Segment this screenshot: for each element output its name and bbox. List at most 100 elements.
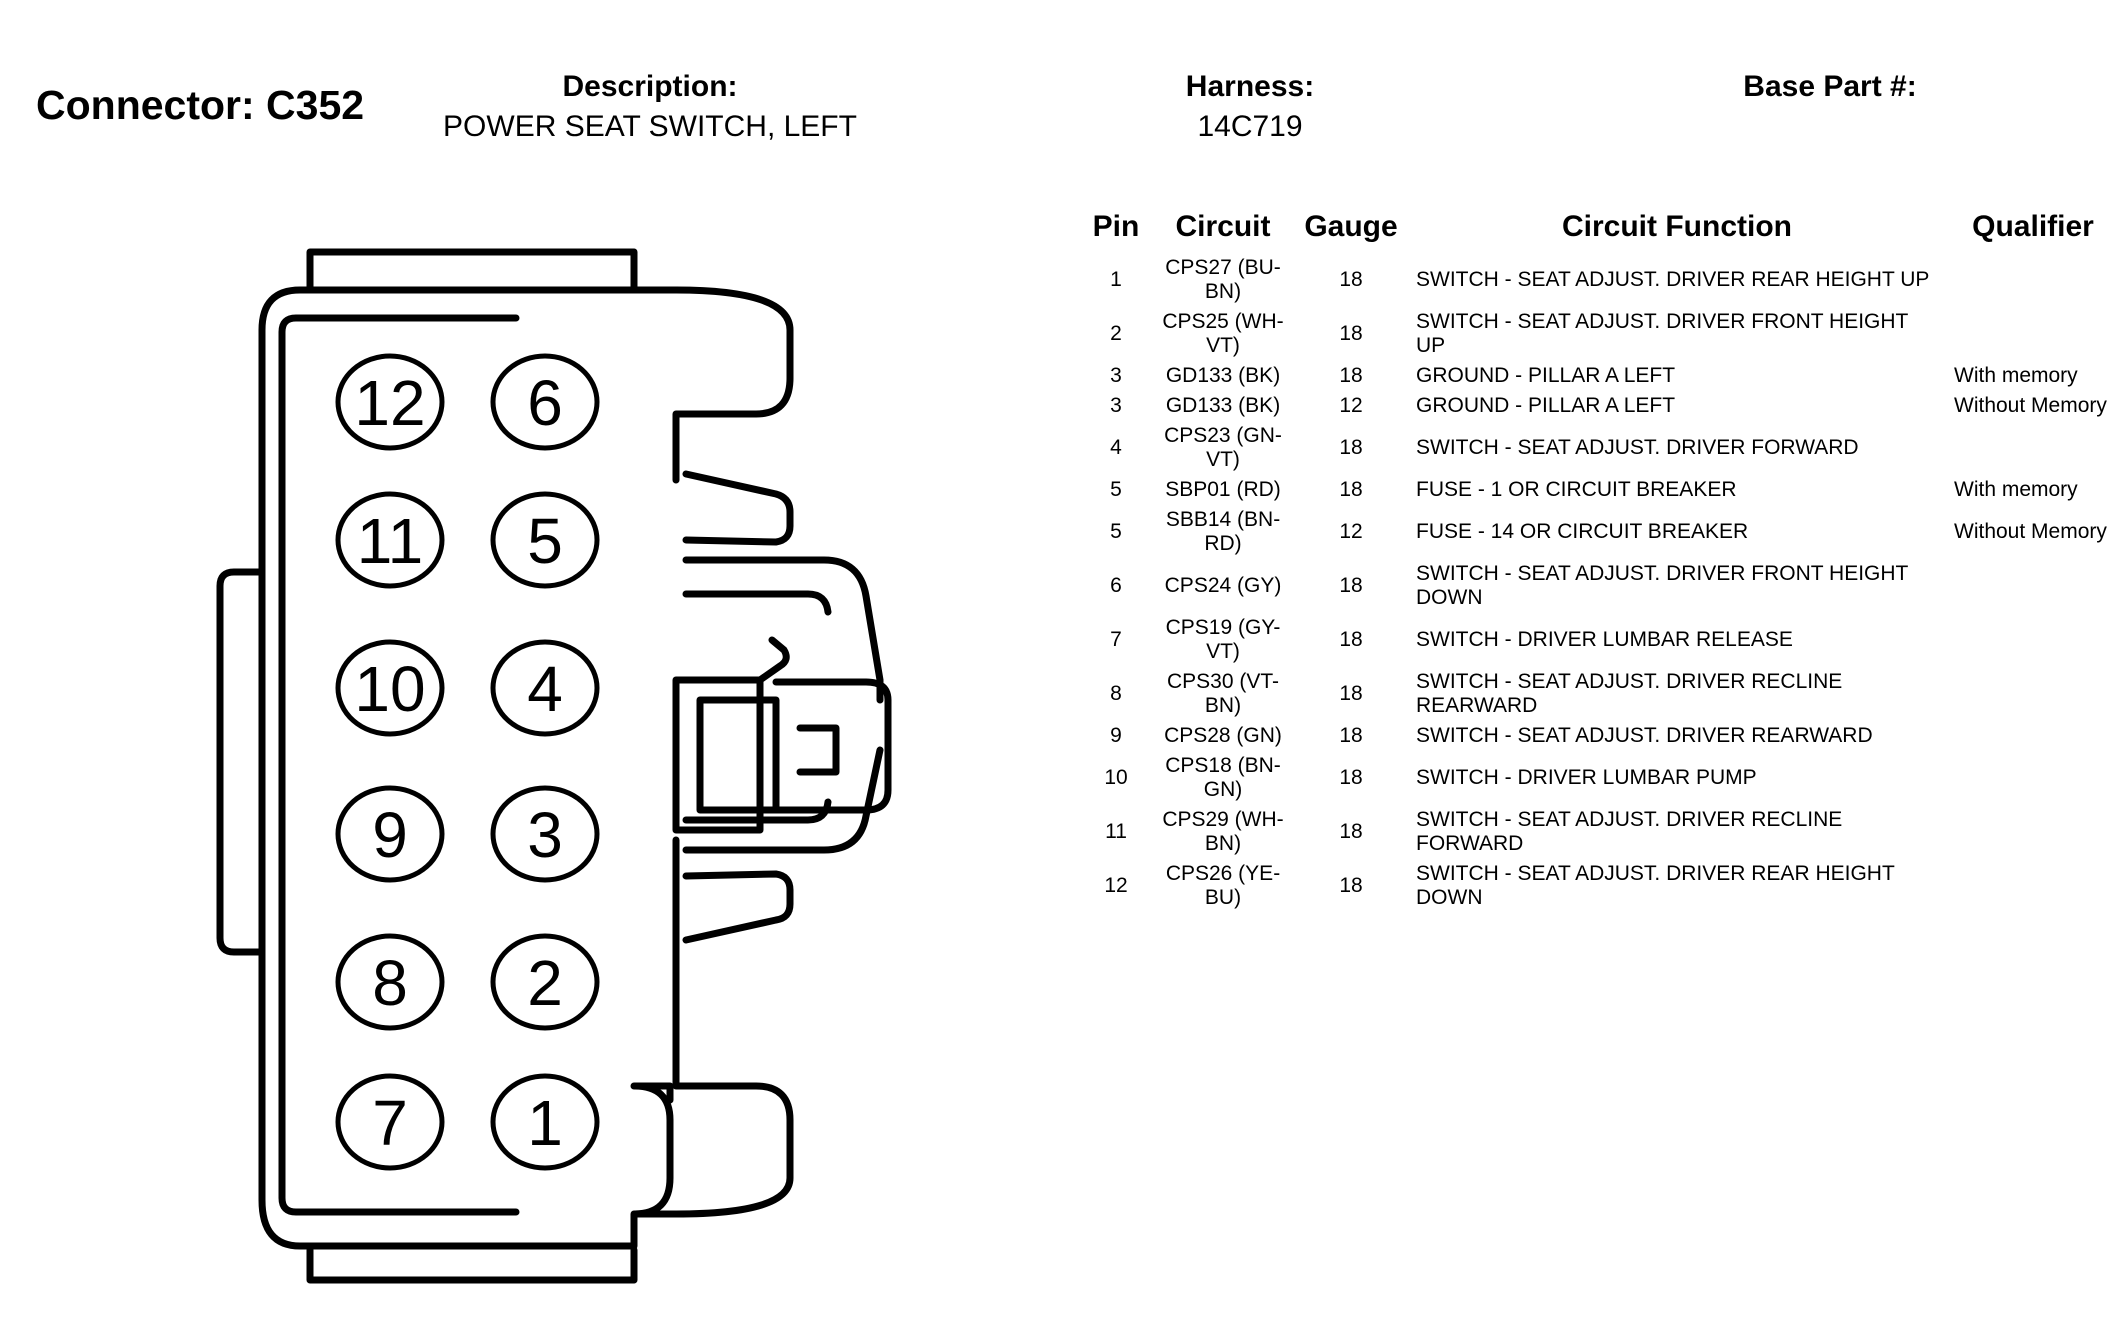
pin-cell: 4 xyxy=(1110,436,1122,459)
circuit-cell: SBB14 (BN-RD) xyxy=(1165,508,1281,555)
pin-9-circle xyxy=(335,785,445,883)
pin-6-circle xyxy=(490,353,600,451)
pin-cell: 11 xyxy=(1105,820,1127,843)
function-cell: SWITCH - SEAT ADJUST. DRIVER FRONT HEIGH… xyxy=(1416,562,1908,609)
table-row: 11 CPS29 (WH-BN) 18 SWITCH - SEAT ADJUST. D… xyxy=(1080,806,2120,860)
pin-11-circle xyxy=(335,491,445,589)
pin-5-circle xyxy=(490,491,600,589)
gauge-cell: 18 xyxy=(1339,820,1363,843)
table-row: 10 CPS18 (BN-GN) 18 SWITCH - DRIVER LUMBAR … xyxy=(1080,752,2120,806)
latch-arm-lower xyxy=(682,746,884,854)
connector-top-tab xyxy=(306,248,638,292)
pin-cell: 8 xyxy=(1110,682,1122,705)
description-block: Description: POWER SEAT SWITCH, LEFT xyxy=(400,70,900,144)
gauge-cell: 18 xyxy=(1339,364,1363,387)
gauge-cell: 18 xyxy=(1339,724,1363,747)
circuit-cell: CPS19 (GY-VT) xyxy=(1165,616,1281,663)
column-header-gauge: Gauge xyxy=(1304,210,1398,243)
function-cell: SWITCH - SEAT ADJUST. DRIVER RECLINE FOR… xyxy=(1416,808,1843,855)
gauge-cell: 18 xyxy=(1339,682,1363,705)
qualifier-cell xyxy=(1946,422,2120,476)
connector-bottom-tab xyxy=(306,1246,638,1284)
pin-label: 4 xyxy=(527,653,563,725)
table-row: 2 CPS25 (WH-VT) 18 SWITCH - SEAT ADJUST. DR… xyxy=(1080,308,2120,362)
gauge-cell: 18 xyxy=(1339,766,1363,789)
function-cell: SWITCH - SEAT ADJUST. DRIVER FRONT HEIGH… xyxy=(1416,310,1908,357)
circuit-cell: GD133 (BK) xyxy=(1165,394,1281,417)
qualifier-cell xyxy=(1946,560,2120,614)
circuit-cell: CPS18 (BN-GN) xyxy=(1165,754,1281,801)
latch-upper-rib xyxy=(682,470,794,546)
function-cell: SWITCH - SEAT ADJUST. DRIVER FORWARD xyxy=(1416,436,1859,459)
pin-cell: 5 xyxy=(1110,520,1122,543)
pin-7-circle xyxy=(335,1073,445,1171)
qualifier-cell xyxy=(1946,254,2120,308)
latch-hook xyxy=(756,636,790,684)
pin-cell: 12 xyxy=(1104,874,1128,897)
gauge-cell: 18 xyxy=(1339,874,1363,897)
pin-cell: 9 xyxy=(1110,724,1122,747)
pin-cell: 10 xyxy=(1104,766,1128,789)
pin-4-circle xyxy=(490,639,600,737)
gauge-cell: 12 xyxy=(1339,394,1363,417)
pin-label: 7 xyxy=(372,1087,408,1159)
qualifier-cell xyxy=(1946,668,2120,722)
harness-block: Harness: 14C719 xyxy=(1100,70,1400,144)
circuit-cell: CPS29 (WH-BN) xyxy=(1162,808,1284,855)
latch-arm-upper xyxy=(682,556,884,704)
pin-label: 2 xyxy=(527,947,563,1019)
function-cell: SWITCH - DRIVER LUMBAR PUMP xyxy=(1416,766,1757,789)
function-cell: SWITCH - SEAT ADJUST. DRIVER RECLINE REA… xyxy=(1416,670,1843,717)
table-row: 4 CPS23 (GN-VT) 18 SWITCH - SEAT ADJUST. DR… xyxy=(1080,422,2120,476)
base-part-label: Base Part #: xyxy=(1743,70,1917,103)
circuit-cell: CPS30 (VT-BN) xyxy=(1166,670,1280,717)
qualifier-cell xyxy=(1946,806,2120,860)
description-value: POWER SEAT SWITCH, LEFT xyxy=(443,110,857,143)
pin-label: 10 xyxy=(354,653,425,725)
pin-2-circle xyxy=(490,933,600,1031)
pin-label: 9 xyxy=(372,799,408,871)
gauge-cell: 18 xyxy=(1339,268,1363,291)
column-header-circuit-function: Circuit Function xyxy=(1562,210,1792,243)
circuit-cell: CPS27 (BU-BN) xyxy=(1165,256,1281,303)
qualifier-cell xyxy=(1946,308,2120,362)
pin-cell: 2 xyxy=(1110,322,1122,345)
function-cell: FUSE - 1 OR CIRCUIT BREAKER xyxy=(1416,478,1737,501)
circuit-cell: GD133 (BK) xyxy=(1165,364,1281,387)
harness-label: Harness: xyxy=(1185,70,1315,103)
column-header-circuit: Circuit xyxy=(1175,210,1271,243)
function-cell: SWITCH - SEAT ADJUST. DRIVER REAR HEIGHT… xyxy=(1416,268,1930,291)
pin-table: Pin Circuit Gauge Circuit Function Quali… xyxy=(1080,210,2120,914)
pin-label: 5 xyxy=(527,505,563,577)
gauge-cell: 18 xyxy=(1339,478,1363,501)
table-header-row: Pin Circuit Gauge Circuit Function Quali… xyxy=(1080,210,2120,254)
description-label: Description: xyxy=(562,70,738,103)
latch-arm-upper-inner xyxy=(682,590,832,616)
pin-cell: 7 xyxy=(1110,628,1122,651)
connector-inner-frame xyxy=(278,314,520,1216)
base-part-block: Base Part #: xyxy=(1700,70,1960,104)
circuit-cell: CPS25 (WH-VT) xyxy=(1162,310,1284,357)
function-cell: GROUND - PILLAR A LEFT xyxy=(1416,364,1676,387)
circuit-cell: CPS23 (GN-VT) xyxy=(1164,424,1282,471)
pin-8-circle xyxy=(335,933,445,1031)
latch-arm-lower-inner xyxy=(682,798,832,824)
gauge-cell: 18 xyxy=(1339,436,1363,459)
connector-title: Connector: C352 xyxy=(36,82,365,128)
qualifier-cell: With memory xyxy=(1954,478,2078,501)
gauge-cell: 18 xyxy=(1339,322,1363,345)
gauge-cell: 18 xyxy=(1339,574,1363,597)
pin-cell: 5 xyxy=(1110,478,1122,501)
pin-cell: 3 xyxy=(1110,364,1122,387)
pin-12-circle xyxy=(335,353,445,451)
pin-cell: 1 xyxy=(1110,268,1122,291)
pin-cell: 6 xyxy=(1110,574,1122,597)
